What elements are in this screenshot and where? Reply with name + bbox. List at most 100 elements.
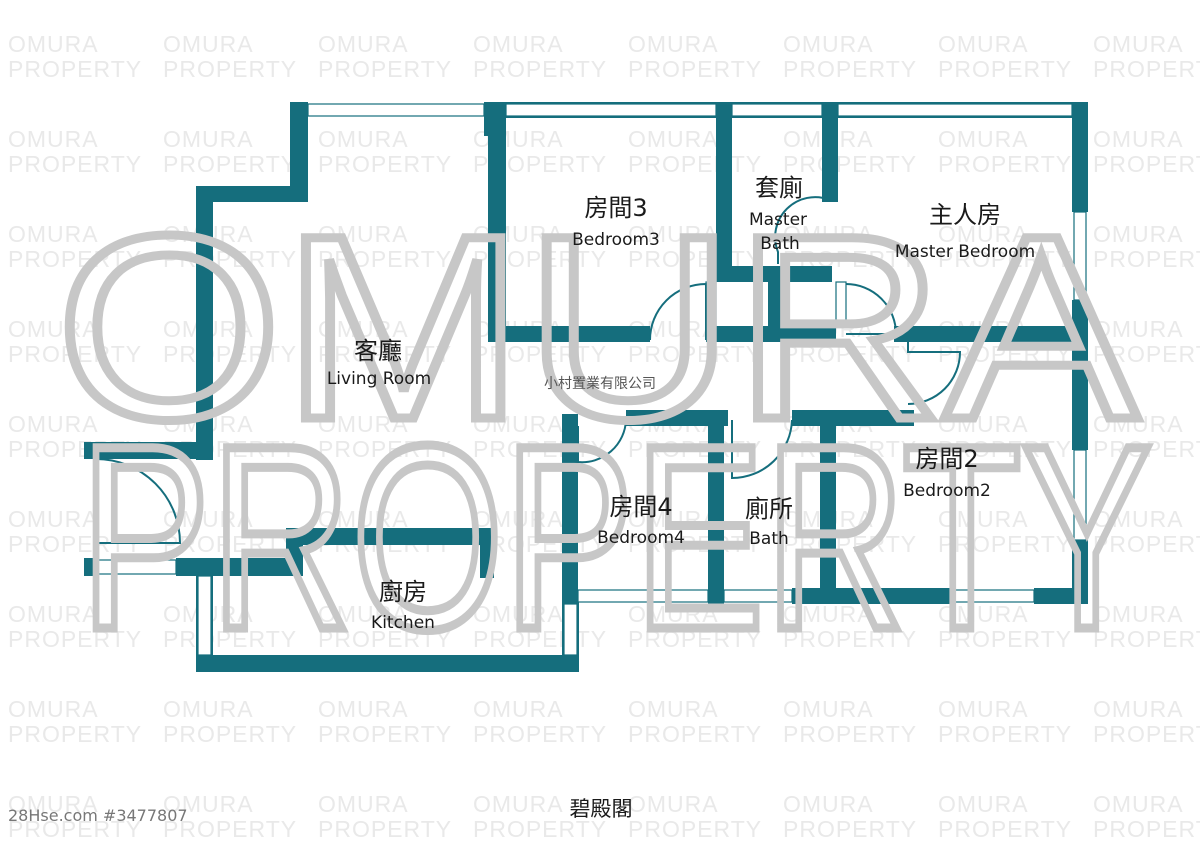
watermark-tile-line1: OMURA [163,791,254,817]
watermark-tile-line1: OMURA [8,126,99,152]
watermark-tile-line2: PROPERTY [938,246,1072,272]
watermark-tile-line2: PROPERTY [318,436,452,462]
watermark-tile-line1: OMURA [783,696,874,722]
watermark-tile-line1: OMURA [938,411,1029,437]
watermark-tile-line1: OMURA [783,791,874,817]
watermark-tile-line1: OMURA [473,411,564,437]
watermark-tile-line2: PROPERTY [163,151,297,177]
room-bedroom2-en: Bedroom2 [903,481,991,501]
watermark-tile-line2: PROPERTY [8,626,142,652]
watermark-tile-line1: OMURA [938,506,1029,532]
watermark-tile-line2: PROPERTY [938,436,1072,462]
watermark-tile-line2: PROPERTY [8,816,142,842]
watermark-tile-line1: OMURA [1093,601,1184,627]
watermark-tile-line2: PROPERTY [628,341,762,367]
room-living-room: 客廳 Living Room [327,337,431,389]
watermark-tile-line2: PROPERTY [318,721,452,747]
room-master-bedroom-en: Master Bedroom [895,242,1035,262]
watermark-tile-line1: OMURA [163,696,254,722]
watermark-tile-line2: PROPERTY [1093,56,1200,82]
room-master-bath-zh: 套廁 [755,174,803,202]
watermark-tile-line1: OMURA [938,31,1029,57]
room-kitchen-zh: 廚房 [379,578,427,606]
watermark-tile-line1: OMURA [1093,221,1184,247]
watermark-tile-line1: OMURA [8,411,99,437]
watermark-tile-line2: PROPERTY [318,151,452,177]
watermark-tile-line2: PROPERTY [938,721,1072,747]
watermark-tile-line1: OMURA [318,31,409,57]
watermark-tile-line2: PROPERTY [783,721,917,747]
watermark-tile-line2: PROPERTY [938,531,1072,557]
watermark-tile-line2: PROPERTY [473,341,607,367]
watermark-tile-line1: OMURA [318,696,409,722]
watermark-tile-line2: PROPERTY [318,626,452,652]
watermark-tile-line1: OMURA [628,126,719,152]
watermark-tile-line1: OMURA [473,601,564,627]
watermark-tile-line1: OMURA [473,506,564,532]
watermark-tile-line2: PROPERTY [628,816,762,842]
room-kitchen-en: Kitchen [371,613,435,633]
watermark-tile-line1: OMURA [8,506,99,532]
room-master-bath-en1: Master [749,210,807,230]
watermark-tile-line2: PROPERTY [628,56,762,82]
watermark-tile-line2: PROPERTY [163,721,297,747]
watermark-tile-line1: OMURA [318,506,409,532]
room-bedroom2-zh: 房間2 [915,445,978,473]
watermark-tile-line2: PROPERTY [8,56,142,82]
watermark-tile-line2: PROPERTY [163,341,297,367]
watermark-tile-line2: PROPERTY [318,816,452,842]
doors [95,196,962,544]
watermark-tile-line2: PROPERTY [163,531,297,557]
watermark-large-line2: PROPERTY [80,391,1152,684]
watermark-tile-line1: OMURA [318,126,409,152]
watermark-tile-line2: PROPERTY [473,436,607,462]
watermark-tile-line1: OMURA [8,316,99,342]
watermark-tile-line2: PROPERTY [628,531,762,557]
watermark-tile-line2: PROPERTY [628,151,762,177]
room-bedroom2: 房間2 Bedroom2 [903,445,991,501]
watermark-tile-line2: PROPERTY [1093,341,1200,367]
watermark-tile-line1: OMURA [318,316,409,342]
room-kitchen: 廚房 Kitchen [371,578,435,633]
watermark-tile-line2: PROPERTY [1093,246,1200,272]
watermark-tile-line2: PROPERTY [938,151,1072,177]
watermark-tile-line2: PROPERTY [938,626,1072,652]
watermark-tile-line2: PROPERTY [8,246,142,272]
watermark-tile-line2: PROPERTY [473,56,607,82]
watermark-tile-line1: OMURA [8,221,99,247]
watermark-tile-line1: OMURA [1093,31,1184,57]
watermark-tile-line2: PROPERTY [473,531,607,557]
estate-name: 碧殿閣 [570,797,633,821]
watermark-tile-line1: OMURA [318,791,409,817]
watermark-tile-line1: OMURA [628,696,719,722]
watermark-tile-line2: PROPERTY [783,436,917,462]
watermark-tile-line1: OMURA [1093,411,1184,437]
watermark-tile-line2: PROPERTY [783,531,917,557]
watermark-tile-line2: PROPERTY [473,816,607,842]
watermark-tile-line1: OMURA [938,696,1029,722]
company-name: 小村置業有限公司 [544,376,656,392]
watermark-tile-line1: OMURA [163,126,254,152]
watermark-tile-line1: OMURA [628,791,719,817]
watermark-tile-line1: OMURA [628,506,719,532]
watermark-tile-line2: PROPERTY [783,626,917,652]
watermark-tile-line2: PROPERTY [8,341,142,367]
watermark-tile-line1: OMURA [473,31,564,57]
watermark-tile-line2: PROPERTY [163,246,297,272]
room-bedroom4-zh: 房間4 [609,493,672,521]
room-living-room-zh: 客廳 [354,337,402,365]
watermark-tile-line1: OMURA [783,601,874,627]
watermark-tile-line1: OMURA [628,31,719,57]
watermark-tile-line1: OMURA [473,696,564,722]
watermark-tile-line2: PROPERTY [783,816,917,842]
watermark-tile-line2: PROPERTY [628,721,762,747]
watermark-tile-line1: OMURA [8,791,99,817]
watermark-tile-line1: OMURA [473,791,564,817]
watermark-tiles: OMURAPROPERTYOMURAPROPERTYOMURAPROPERTYO… [8,31,1200,842]
room-bath-en: Bath [749,529,789,549]
watermark-tile-line2: PROPERTY [163,56,297,82]
watermark-tile-line1: OMURA [783,31,874,57]
watermark-tile-line1: OMURA [938,601,1029,627]
watermark-tile-line2: PROPERTY [1093,151,1200,177]
